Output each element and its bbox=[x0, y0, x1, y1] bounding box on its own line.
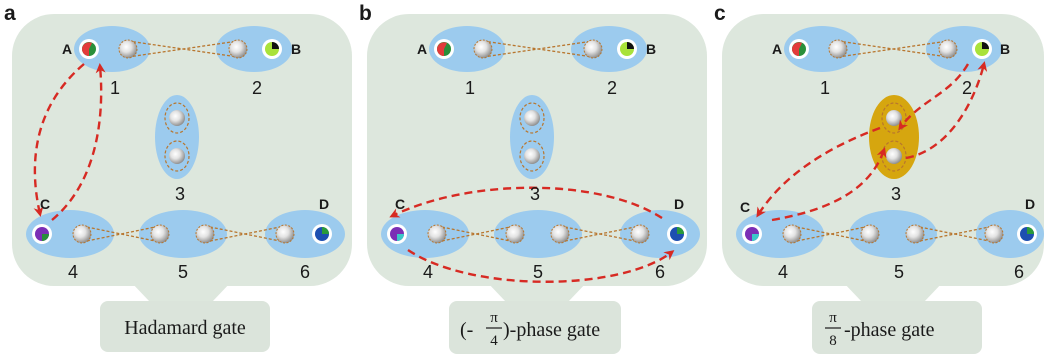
gate-arrows bbox=[756, 61, 988, 222]
site-number-2: 2 bbox=[252, 78, 262, 98]
site-4 bbox=[26, 210, 114, 258]
svg-text:(-: (- bbox=[460, 319, 473, 341]
site-number-5: 5 bbox=[178, 262, 188, 282]
site-number-3: 3 bbox=[175, 184, 185, 204]
qubit-A bbox=[79, 39, 99, 59]
site-3-loop bbox=[519, 102, 545, 172]
label-B: B bbox=[646, 41, 656, 57]
qubit-D bbox=[1017, 224, 1037, 244]
site-6 bbox=[265, 210, 345, 258]
svg-text:8: 8 bbox=[829, 333, 837, 349]
svg-text:4: 4 bbox=[490, 333, 498, 349]
site-1 bbox=[74, 26, 150, 72]
svg-text:π: π bbox=[829, 310, 837, 326]
site-number-1: 1 bbox=[110, 78, 120, 98]
qubit-B bbox=[262, 39, 282, 59]
label-A: A bbox=[772, 41, 782, 57]
label-B: B bbox=[291, 41, 301, 57]
qubit-D bbox=[312, 224, 332, 244]
panel-a-caption-box bbox=[100, 301, 270, 352]
label-D: D bbox=[319, 196, 329, 212]
site-6 bbox=[620, 210, 700, 258]
panel-b-caption: (- π 4 )-phase gate bbox=[460, 310, 600, 349]
label-A: A bbox=[62, 41, 72, 57]
label-A: A bbox=[417, 41, 427, 57]
site-number-6: 6 bbox=[1014, 262, 1024, 282]
qubit-B bbox=[617, 39, 637, 59]
site-number-1: 1 bbox=[820, 78, 830, 98]
qubit-D bbox=[667, 224, 687, 244]
site-number-5: 5 bbox=[894, 262, 904, 282]
site-number-1: 1 bbox=[465, 78, 475, 98]
panel-a: Hadamard gate bbox=[12, 14, 352, 352]
site-number-2: 2 bbox=[962, 78, 972, 98]
panel-a-caption: Hadamard gate bbox=[124, 317, 246, 339]
site-number-6: 6 bbox=[300, 262, 310, 282]
spin-balls bbox=[72, 39, 295, 244]
spin-balls bbox=[782, 39, 1004, 244]
spin-balls bbox=[427, 39, 650, 244]
label-C: C bbox=[395, 196, 405, 212]
svg-text:-phase gate: -phase gate bbox=[844, 319, 935, 341]
gate-arrows bbox=[33, 63, 106, 221]
svg-text:π: π bbox=[490, 310, 498, 326]
svg-text:)-phase gate: )-phase gate bbox=[503, 319, 600, 341]
site-number-6: 6 bbox=[655, 262, 665, 282]
site-number-5: 5 bbox=[533, 262, 543, 282]
panel-c-caption-box bbox=[812, 301, 982, 354]
qubit-C bbox=[742, 224, 762, 244]
label-C: C bbox=[40, 196, 50, 212]
site-3 bbox=[510, 95, 554, 179]
bond-lines bbox=[436, 40, 641, 243]
label-C: C bbox=[740, 199, 750, 215]
site-2 bbox=[926, 26, 1002, 72]
bond-lines bbox=[791, 40, 995, 243]
site-3 bbox=[155, 95, 199, 179]
panel-a-callout bbox=[130, 281, 232, 302]
label-D: D bbox=[674, 196, 684, 212]
site-6 bbox=[976, 210, 1044, 258]
label-B: B bbox=[1000, 41, 1010, 57]
site-5 bbox=[139, 210, 227, 258]
label-D: D bbox=[1025, 196, 1035, 212]
qubit-A bbox=[434, 39, 454, 59]
panel-b-callout bbox=[486, 281, 588, 302]
site-number-2: 2 bbox=[607, 78, 617, 98]
panel-c-caption: π 8 -phase gate bbox=[825, 310, 935, 349]
panel-label-a: a bbox=[4, 2, 16, 25]
site-4 bbox=[381, 210, 469, 258]
site-5 bbox=[849, 210, 937, 258]
panel-c-callout bbox=[842, 281, 944, 302]
panel-label-c: c bbox=[714, 2, 726, 25]
site-3-loop bbox=[164, 102, 190, 172]
qubit-A bbox=[789, 39, 809, 59]
site-number-3: 3 bbox=[530, 184, 540, 204]
site-number-4: 4 bbox=[778, 262, 788, 282]
site-number-4: 4 bbox=[68, 262, 78, 282]
site-5 bbox=[494, 210, 582, 258]
site-number-4: 4 bbox=[423, 262, 433, 282]
qubit-C bbox=[32, 224, 52, 244]
panel-label-b: b bbox=[359, 2, 372, 25]
site-2 bbox=[571, 26, 647, 72]
gate-arrows bbox=[389, 186, 675, 283]
site-1 bbox=[429, 26, 505, 72]
panel-c: π 8 -phase gate bbox=[722, 14, 1044, 354]
panel-b-caption-box bbox=[449, 301, 621, 354]
bond-lines bbox=[81, 40, 286, 243]
site-2 bbox=[216, 26, 292, 72]
site-number-3: 3 bbox=[891, 184, 901, 204]
qubit-B bbox=[972, 39, 992, 59]
site-1 bbox=[784, 26, 860, 72]
site-4 bbox=[736, 210, 824, 258]
panel-b: (- π 4 )-phase gate bbox=[367, 14, 707, 354]
qubit-C bbox=[387, 224, 407, 244]
